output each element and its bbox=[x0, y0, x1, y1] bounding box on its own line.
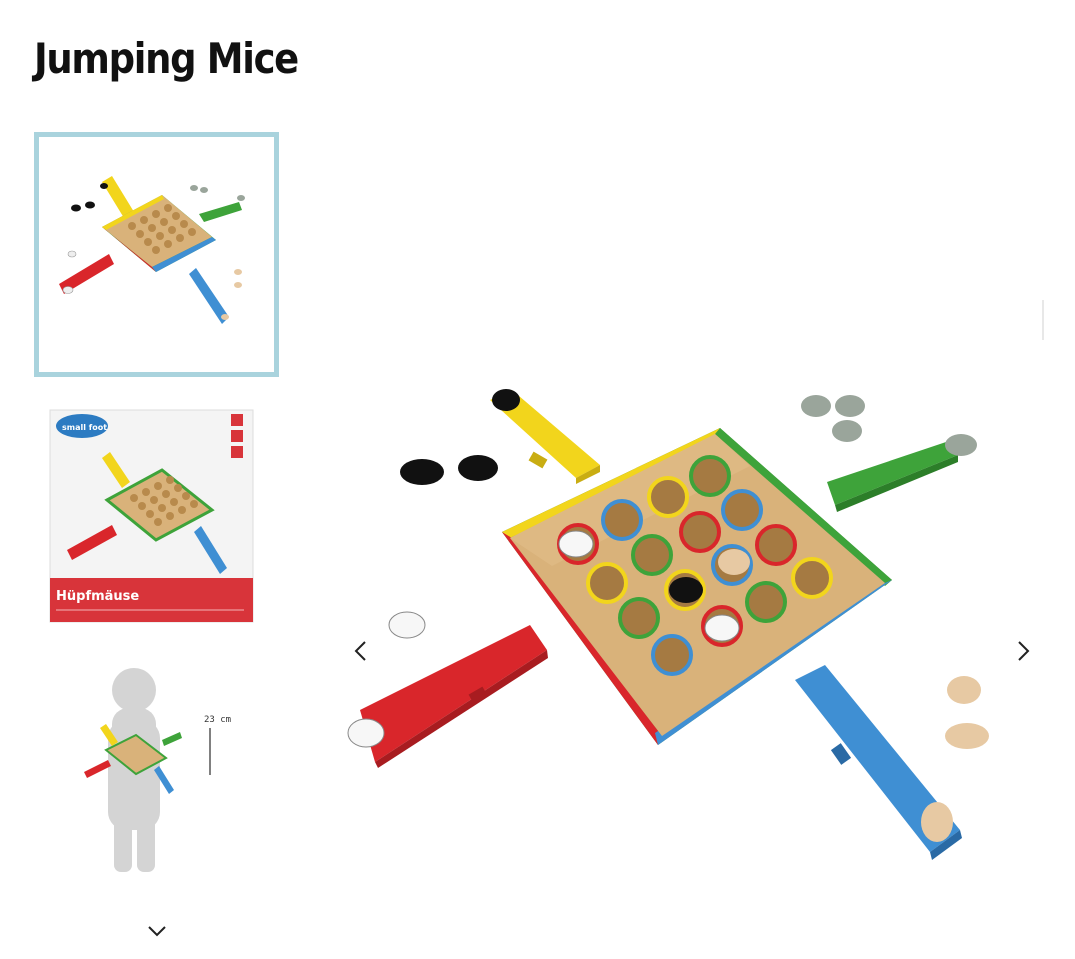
chevron-right-icon bbox=[1018, 641, 1030, 661]
chevron-down-icon bbox=[148, 926, 166, 937]
thumbnail-game-overview[interactable] bbox=[34, 132, 279, 377]
thumbnails-scroll-down-button[interactable] bbox=[144, 918, 170, 944]
next-image-button[interactable] bbox=[1008, 636, 1038, 666]
thumbnail-image: small foot Hüpfmäuse bbox=[49, 409, 254, 623]
box-title-text: Hüpfmäuse bbox=[56, 589, 139, 604]
main-product-image bbox=[330, 270, 1050, 900]
product-title: Jumping Mice bbox=[34, 34, 299, 83]
thumbnail-image: 23 cm bbox=[84, 668, 231, 872]
chevron-left-icon bbox=[354, 641, 366, 661]
thumbnail-image bbox=[59, 176, 245, 324]
thumbnail-size-comparison[interactable]: 23 cm bbox=[34, 660, 279, 905]
previous-image-button[interactable] bbox=[346, 636, 376, 666]
brand-logo-text: small foot bbox=[62, 423, 107, 432]
thumbnail-product-box[interactable]: small foot Hüpfmäuse bbox=[34, 400, 279, 645]
dimension-label: 23 cm bbox=[204, 715, 231, 725]
